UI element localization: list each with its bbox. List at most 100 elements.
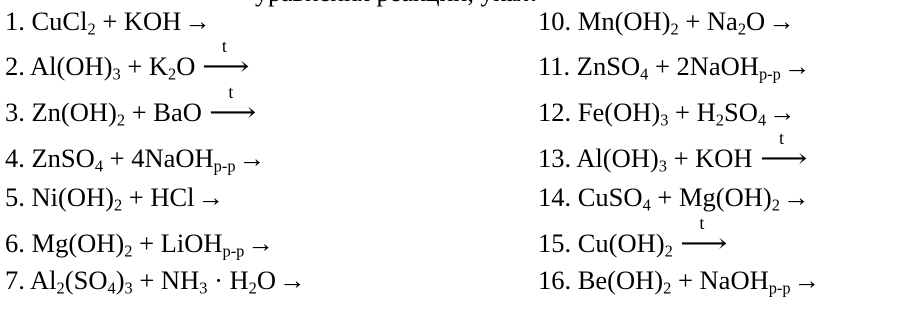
- equation-number: 4.: [5, 143, 32, 173]
- subscript: 2: [771, 195, 780, 215]
- subscript: 3: [199, 278, 208, 298]
- heat-label: t: [228, 82, 234, 102]
- subscript: 4: [640, 64, 649, 84]
- formula-text: Al(OH): [576, 143, 659, 173]
- formula-text: Mg(OH): [31, 228, 125, 258]
- arrow-icon: →: [247, 228, 274, 258]
- formula-text: + NH: [132, 265, 200, 295]
- subscript: 3: [658, 156, 667, 176]
- equation-11: 11. ZnSO4 + 2NaOHp-p →: [538, 51, 811, 84]
- subscript: 2: [56, 278, 65, 298]
- subscript: 2: [168, 64, 177, 84]
- formula-text: + Na: [678, 6, 738, 36]
- formula-text: Fe(OH): [577, 97, 661, 127]
- arrow-icon: →: [769, 97, 796, 127]
- heat-arrow-icon: t⟶: [758, 129, 808, 173]
- subscript: 2: [124, 241, 133, 261]
- arrow-icon: →: [782, 182, 810, 212]
- formula-text: CuCl: [31, 6, 88, 36]
- equation-number: 11.: [538, 51, 577, 81]
- formula-text: + 4NaOH: [103, 143, 214, 173]
- arrow-icon: →: [238, 143, 266, 173]
- equation-10: 10. Mn(OH)2 + Na2O →: [538, 6, 795, 39]
- subscript: 4: [642, 195, 651, 215]
- subscript: p-p: [222, 241, 245, 261]
- subscript: 3: [124, 278, 133, 298]
- subscript: 2: [663, 278, 672, 298]
- formula-text: + KOH: [666, 143, 753, 173]
- equation-number: 2.: [5, 51, 31, 81]
- formula-text: + KOH: [95, 6, 182, 36]
- formula-text: CuSO: [577, 182, 643, 212]
- formula-text: + HCl: [122, 182, 195, 212]
- equation-number: 7.: [5, 265, 31, 295]
- formula-text: ): [115, 265, 125, 295]
- subscript: 2: [715, 110, 724, 130]
- equation-7: 7. Al2(SO4)3 + NH3 · H2O →: [5, 265, 306, 298]
- heat-label: t: [221, 36, 227, 56]
- formula-text: + H: [668, 97, 716, 127]
- formula-text: O: [256, 265, 277, 295]
- formula-text: + BaO: [125, 97, 202, 127]
- formula-text: Al(OH): [30, 51, 113, 81]
- subscript: 2: [670, 19, 679, 39]
- formula-text: + LiOH: [132, 228, 223, 258]
- cropped-header-text: уравнения реакций, укаж: [255, 0, 535, 8]
- formula-text: (SO: [64, 265, 108, 295]
- long-arrow-icon: ⟶: [759, 143, 808, 173]
- equation-12: 12. Fe(OH)3 + H2SO4 →: [538, 97, 796, 130]
- formula-text: + Mg(OH): [650, 182, 772, 212]
- equation-number: 15.: [538, 228, 578, 258]
- subscript: 2: [87, 19, 96, 39]
- equation-5: 5. Ni(OH)2 + HCl →: [5, 182, 225, 215]
- subscript: 2: [664, 241, 673, 261]
- arrow-icon: →: [279, 265, 306, 295]
- subscript: 3: [112, 64, 121, 84]
- formula-text: Mn(OH): [577, 6, 671, 36]
- equation-number: 3.: [5, 97, 32, 127]
- long-arrow-icon: ⟶: [202, 51, 250, 81]
- formula-text: + NaOH: [671, 265, 769, 295]
- arrow-icon: →: [783, 51, 811, 81]
- formula-text: ZnSO: [576, 51, 641, 81]
- equation-number: 6.: [5, 228, 32, 258]
- subscript: p-p: [213, 156, 236, 176]
- formula-text: Zn(OH): [31, 97, 117, 127]
- arrow-icon: →: [793, 265, 821, 295]
- equation-1: 1. CuCl2 + KOH →: [5, 6, 211, 39]
- equation-6: 6. Mg(OH)2 + LiOHp-p →: [5, 228, 274, 261]
- equation-4: 4. ZnSO4 + 4NaOHp-p →: [5, 143, 266, 176]
- heat-arrow-icon: t⟶: [207, 83, 257, 127]
- subscript: 2: [737, 19, 747, 39]
- equation-number: 13.: [538, 143, 577, 173]
- subscript: 4: [757, 110, 767, 130]
- arrow-icon: →: [197, 182, 225, 212]
- heat-arrow-icon: t⟶: [678, 214, 728, 258]
- equation-number: 1.: [5, 6, 32, 36]
- subscript: 3: [660, 110, 669, 130]
- heat-label: t: [779, 128, 785, 148]
- equation-number: 12.: [538, 97, 578, 127]
- long-arrow-icon: ⟶: [679, 228, 728, 258]
- formula-text: + 2NaOH: [648, 51, 759, 81]
- formula-text: O: [746, 6, 766, 36]
- formula-text: Al: [30, 265, 57, 295]
- equation-number: 16.: [538, 265, 578, 295]
- formula-text: ZnSO: [31, 143, 95, 173]
- long-arrow-icon: ⟶: [208, 97, 257, 127]
- subscript: 4: [107, 278, 116, 298]
- formula-text: Be(OH): [577, 265, 664, 295]
- equation-number: 14.: [538, 182, 578, 212]
- subscript: 4: [94, 156, 104, 176]
- formula-text: Ni(OH): [31, 182, 114, 212]
- subscript: 2: [113, 195, 123, 215]
- heat-label: t: [699, 213, 705, 233]
- subscript: 2: [116, 110, 126, 130]
- arrow-icon: →: [768, 6, 795, 36]
- formula-text: SO: [723, 97, 758, 127]
